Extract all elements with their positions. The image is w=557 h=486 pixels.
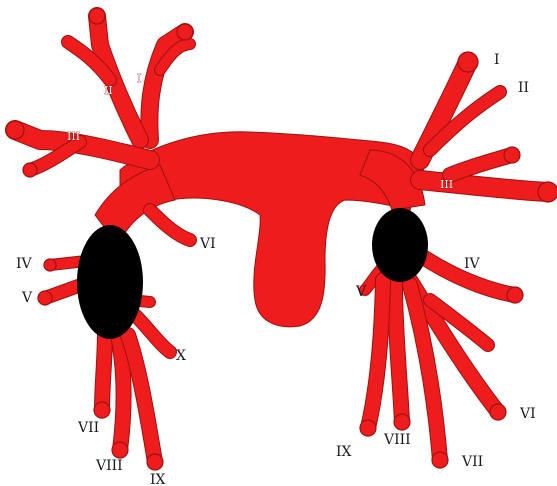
- right-label-VII: VII: [461, 454, 483, 470]
- vessel-end-cap-5: [112, 442, 128, 458]
- left-label-I: I: [137, 72, 141, 85]
- vessel-end-cap-7: [458, 52, 478, 72]
- vessel-end-cap-12: [432, 452, 448, 468]
- left-label-IX: IX: [150, 472, 166, 486]
- branch-right-IX: [368, 280, 383, 428]
- vessel-end-cap-16: [177, 24, 193, 40]
- vessel-end-cap-14: [360, 420, 376, 436]
- vessel-end-cap-8: [538, 182, 557, 202]
- right-label-I: I: [494, 52, 500, 68]
- left-label-IV: IV: [16, 256, 33, 272]
- right-label-V: V: [355, 284, 367, 300]
- right-label-IV: IV: [464, 256, 481, 272]
- vessel-end-cap-3: [38, 291, 52, 305]
- left-label-III: III: [67, 130, 80, 143]
- right-label-VIII: VIII: [383, 432, 411, 448]
- left-label-V: V: [21, 290, 33, 306]
- right-label-IX: IX: [336, 444, 352, 460]
- right-label-VI: VI: [519, 406, 536, 422]
- branch-left-VIII: [118, 335, 124, 450]
- vessel-end-cap-13: [394, 414, 410, 430]
- left-label-VI: VI: [199, 236, 216, 252]
- left-label-X: X: [176, 348, 186, 364]
- vessel-end-cap-0: [6, 121, 24, 139]
- branch-left-VII: [102, 330, 105, 410]
- left-mass: [77, 225, 143, 339]
- vessel-end-cap-15: [89, 8, 105, 24]
- left-label-VII: VII: [77, 420, 99, 436]
- left-label-II: II: [104, 84, 113, 97]
- vessel-end-cap-11: [490, 404, 506, 420]
- vessel-end-cap-1: [23, 163, 37, 177]
- vessel-end-cap-2: [44, 259, 56, 271]
- right-label-III: III: [440, 178, 453, 191]
- vessel-end-cap-6: [147, 454, 163, 470]
- left-label-VIII: VIII: [95, 458, 123, 474]
- right-label-II: II: [518, 80, 529, 96]
- vessel-end-cap-9: [504, 147, 520, 163]
- right-mass: [372, 208, 428, 282]
- vessel-end-cap-10: [507, 287, 523, 303]
- branch-left-X: [135, 315, 170, 352]
- branch-right-VIII: [395, 285, 402, 422]
- vessel-end-cap-4: [94, 402, 110, 418]
